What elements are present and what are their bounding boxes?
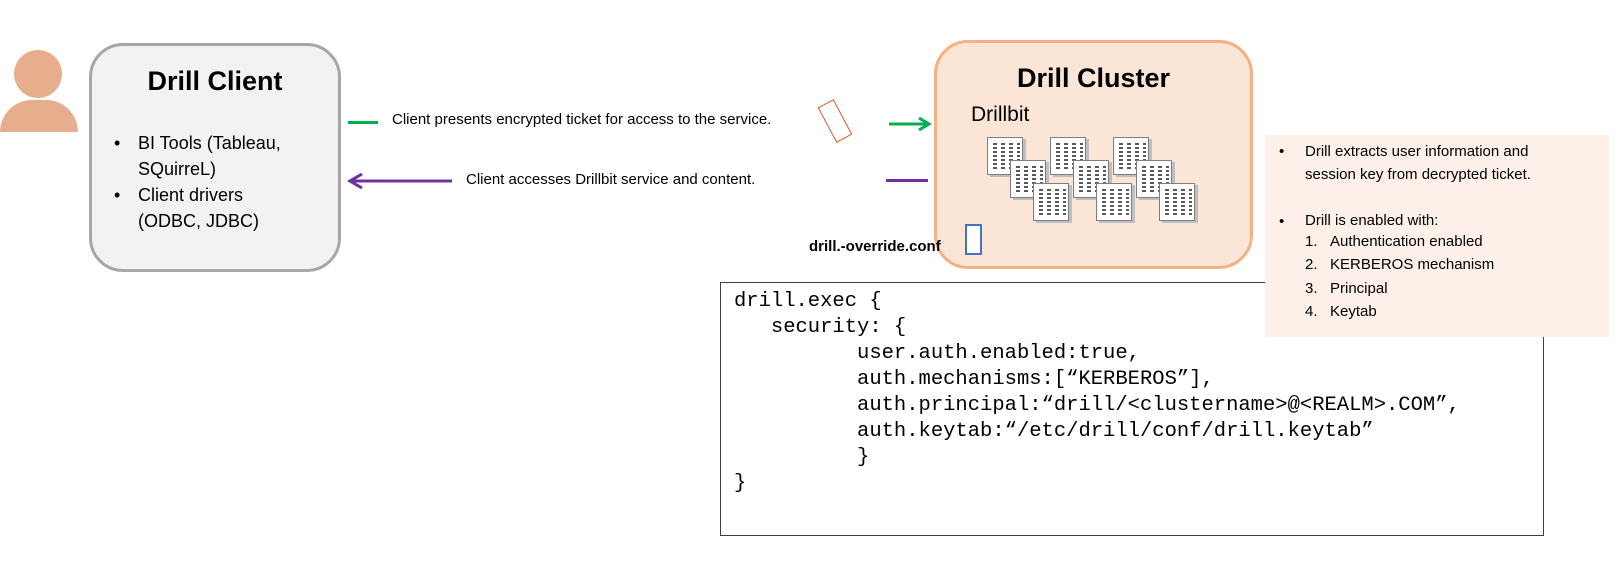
server-rack-slots [1158,166,1162,193]
code-line: } [734,446,870,469]
server-rack-slots [1143,143,1146,170]
client-item-line1: BI Tools (Tableau, [138,133,281,153]
note-numbered-text: Principal [1330,280,1388,297]
drill-client-list: BI Tools (Tableau, SQuirreL) Client driv… [114,130,334,234]
code-line: user.auth.enabled:true, [734,342,1140,365]
response-label: Client accesses Drillbit service and con… [466,171,756,188]
user-icon-body [0,100,78,132]
server-rack-slots [1189,189,1192,216]
note-numbered-text: Authentication enabled [1330,233,1483,250]
user-icon-head [14,50,62,98]
note-text: session key from decrypted ticket. [1305,166,1531,183]
server-rack-slots [1181,189,1185,216]
server-rack-slots [1142,166,1146,193]
note-numbered-text: KERBEROS mechanism [1330,256,1495,273]
code-line: auth.mechanisms:[“KERBEROS”], [734,368,1214,391]
note-bullet: • [1279,143,1285,160]
server-rack-slots [1056,143,1060,170]
server-rack-slots [1080,143,1083,170]
server-rack-slots [1166,166,1169,193]
note-number: 1. [1305,233,1318,250]
drill-client-box: Drill Client BI Tools (Tableau, SQuirreL… [89,43,341,272]
server-rack-slots [1135,143,1139,170]
server-rack-slots [1016,166,1020,193]
server-rack-slots [1024,166,1028,193]
request-arrowhead [918,117,932,131]
response-arrow-left [347,173,452,189]
code-line: auth.principal:“drill/<clustername>@<REA… [734,394,1460,417]
server-rack-slots [1119,143,1123,170]
drill-client-title: Drill Client [147,66,283,96]
server-rack-slots [1009,143,1013,170]
client-list-item: Client drivers (ODBC, JDBC) [114,182,334,234]
server-rack-slots [1055,189,1059,216]
server-rack-slots [1047,189,1051,216]
response-arrowhead [347,173,363,189]
server-rack-slots [1127,143,1131,170]
server-rack-slots [1126,189,1129,216]
server-rack-slots [1040,166,1043,193]
note-bullet: • [1279,213,1285,230]
server-rack-slots [1001,143,1005,170]
server-icon [987,137,1023,175]
server-rack-slots [1165,189,1169,216]
server-rack-slots [1079,166,1083,193]
server-rack-slots [993,143,997,170]
server-rack-slots [1063,189,1066,216]
response-line-right [886,179,928,182]
request-arrow-right [889,117,932,131]
server-rack-slots [1110,189,1114,216]
note-text: Drill is enabled with: [1305,212,1439,229]
code-line: } [734,472,747,495]
server-rack-slots [1032,166,1036,193]
server-rack-slots [1102,189,1106,216]
note-text: Drill extracts user information and [1305,143,1529,160]
code-line: security: { [734,316,907,339]
server-rack-slots [1095,166,1099,193]
server-rack-slots [1150,166,1154,193]
request-line-left [348,121,378,124]
client-item-line2: SQuirreL) [138,159,217,179]
server-rack-slots [1039,189,1043,216]
server-icon [1136,160,1172,198]
notes-panel: • Drill extracts user information and se… [1265,135,1609,337]
server-rack-slots [1072,143,1076,170]
client-item-line1: Client drivers [138,185,244,205]
note-number: 4. [1305,303,1318,320]
server-rack-slots [1118,189,1122,216]
drill-cluster-title: Drill Cluster [1016,63,1171,93]
conf-file-icon [965,224,982,255]
server-icon [1096,183,1132,221]
client-item-line2: (ODBC, JDBC) [138,211,259,231]
server-rack-slots [1064,143,1068,170]
server-icon [1033,183,1069,221]
ticket-icon [817,99,853,143]
conf-file-label: drill.-override.conf [809,238,941,255]
code-line: drill.exec { [734,290,882,313]
code-line: auth.keytab:“/etc/drill/conf/drill.keyta… [734,420,1374,443]
note-number: 3. [1305,280,1318,297]
server-rack-slots [1087,166,1091,193]
note-numbered-text: Keytab [1330,303,1377,320]
drillbit-label: Drillbit [971,103,1030,126]
server-icon [1073,160,1109,198]
request-label: Client presents encrypted ticket for acc… [392,111,772,128]
server-rack-slots [1173,189,1177,216]
client-list-item: BI Tools (Tableau, SQuirreL) [114,130,334,182]
server-rack-slots [1017,143,1020,170]
server-icon [1159,183,1195,221]
note-number: 2. [1305,256,1318,273]
drill-cluster-box: Drill Cluster Drillbit [934,40,1253,269]
server-rack-slots [1103,166,1106,193]
